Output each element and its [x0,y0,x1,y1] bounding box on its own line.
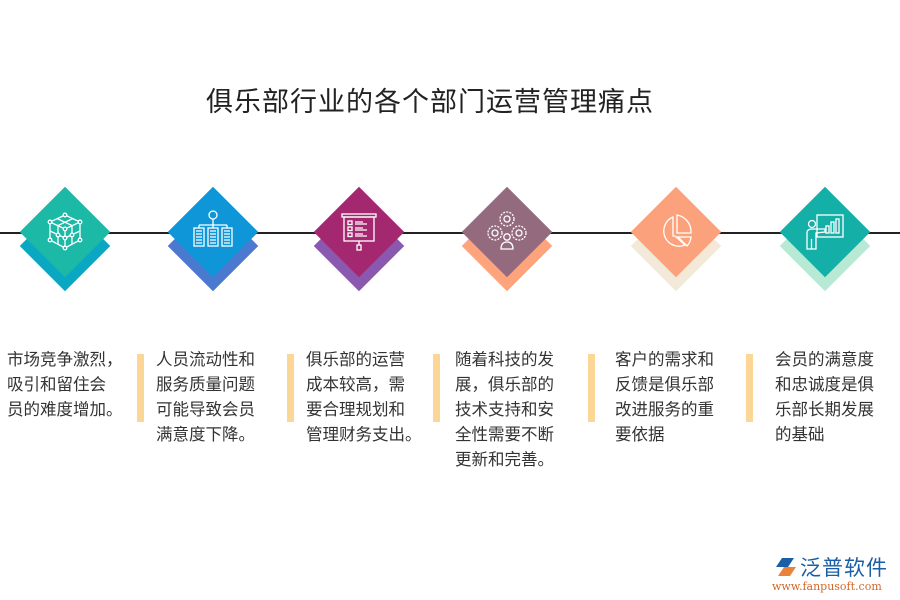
text-line: 技术支持和安 [455,400,554,419]
brand-logo: 泛普软件 www.fanpusoft.com [772,552,892,594]
text-line: 更新和完善。 [455,450,554,469]
presenter-chart-icon [800,207,850,257]
pain-point-text-2: 人员流动性和 服务质量问题 可能导致会员 满意度下降。 [156,347,284,447]
divider-bar [287,354,294,422]
node-6 [779,186,871,292]
text-line: 可能导致会员 [156,400,255,419]
divider-bar [588,354,595,422]
gears-person-icon [482,207,532,257]
pain-point-text-1: 市场竞争激烈， 吸引和留住会 员的难度增加。 [7,347,135,422]
presentation-board-icon [334,207,384,257]
pain-point-text-6: 会员的满意度 和忠诚度是俱 乐部长期发展 的基础 [775,347,900,447]
text-line: 客户的需求和 [615,350,714,369]
text-line: 展，俱乐部的 [455,375,554,394]
text-line: 满意度下降。 [156,425,255,444]
pain-point-text-5: 客户的需求和 反馈是俱乐部 改进服务的重 要依据 [615,347,743,447]
text-line: 俱乐部的运营 [306,350,405,369]
node-4 [461,186,553,292]
divider-bar [137,354,144,422]
text-line: 反馈是俱乐部 [615,375,714,394]
pie-chart-icon [651,207,701,257]
divider-bar [746,354,753,422]
text-line: 的基础 [775,425,825,444]
text-line: 员的难度增加。 [7,400,123,419]
text-line: 随着科技的发 [455,350,554,369]
node-2 [167,186,259,292]
network-cube-icon [40,207,90,257]
text-line: 人员流动性和 [156,350,255,369]
text-line: 要合理规划和 [306,400,405,419]
org-chart-servers-icon [188,207,238,257]
node-5 [630,186,722,292]
node-3 [313,186,405,292]
text-line: 改进服务的重 [615,400,714,419]
text-line: 吸引和留住会 [7,375,106,394]
text-line: 会员的满意度 [775,350,874,369]
text-line: 乐部长期发展 [775,400,874,419]
timeline-line [0,232,900,234]
text-line: 市场竞争激烈， [7,350,123,369]
text-line: 和忠诚度是俱 [775,375,874,394]
text-line: 管理财务支出。 [306,425,422,444]
pain-point-text-3: 俱乐部的运营 成本较高，需 要合理规划和 管理财务支出。 [306,347,434,447]
pain-point-text-4: 随着科技的发 展，俱乐部的 技术支持和安 全性需要不断 更新和完善。 [455,347,583,472]
text-line: 服务质量问题 [156,375,255,394]
node-1 [19,186,111,292]
divider-bar [433,354,440,422]
text-line: 全性需要不断 [455,425,554,444]
text-line: 成本较高，需 [306,375,405,394]
brand-name: 泛普软件 [800,556,888,580]
brand-url: www.fanpusoft.com [772,580,882,593]
fanpu-logo-icon [776,558,796,576]
page-title: 俱乐部行业的各个部门运营管理痛点 [206,87,654,118]
text-line: 要依据 [615,425,665,444]
